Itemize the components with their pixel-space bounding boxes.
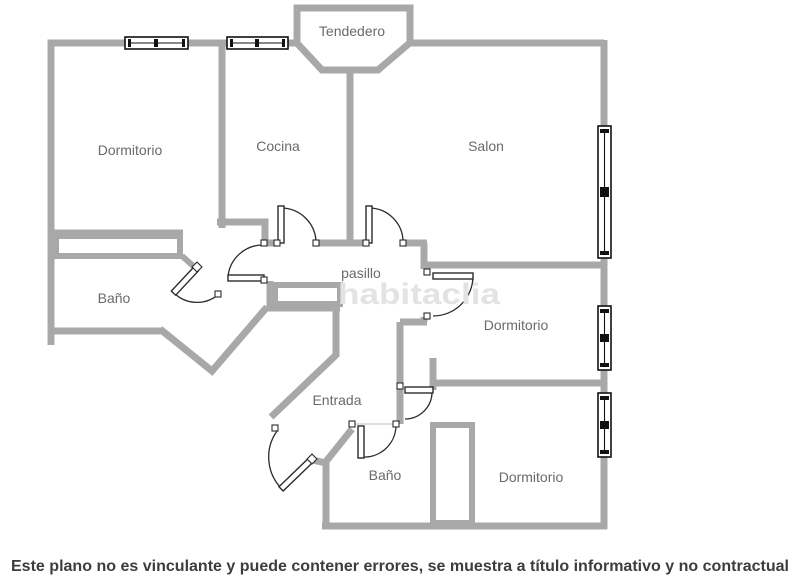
door-swing-arc bbox=[227, 244, 265, 278]
window-end-cap bbox=[600, 251, 609, 255]
wall-tendedero-bay-lower bbox=[292, 38, 415, 74]
door-swing-arc bbox=[432, 275, 474, 317]
window-end-cap bbox=[600, 363, 609, 367]
door-hinge bbox=[362, 239, 370, 247]
room-label-dormitorio-2: Dormitorio bbox=[484, 317, 549, 333]
door-cocina bbox=[273, 205, 320, 247]
walls bbox=[47, 4, 608, 530]
wall-tendedero-bay-outer bbox=[293, 4, 414, 46]
door-salon bbox=[362, 205, 407, 247]
room-label-dormitorio-1: Dormitorio bbox=[98, 142, 163, 158]
window-end-cap bbox=[600, 396, 609, 400]
window-end-cap bbox=[600, 450, 609, 454]
door-swing-arc bbox=[404, 391, 433, 420]
door-swing-arc bbox=[368, 207, 404, 244]
door-leaf bbox=[432, 272, 474, 280]
pasillo-closet bbox=[272, 282, 343, 307]
wall-banyo2-nw-diagonal bbox=[321, 426, 355, 467]
door-leaf bbox=[277, 455, 316, 493]
door-leaf bbox=[365, 205, 373, 244]
banyo1-counter bbox=[53, 233, 183, 259]
door-hinge bbox=[191, 261, 203, 273]
room-labels: Tendedero Dormitorio Cocina Salon Baño p… bbox=[98, 23, 564, 485]
door-entrada-entry bbox=[268, 424, 318, 493]
door-hinge bbox=[214, 290, 222, 298]
room-label-entrada: Entrada bbox=[312, 392, 361, 408]
window-dorm3 bbox=[597, 392, 612, 458]
window-end-cap bbox=[230, 39, 233, 47]
door-swing-arc bbox=[360, 425, 397, 458]
door-swing-arc bbox=[280, 207, 317, 244]
door-hinge bbox=[260, 239, 268, 247]
doors bbox=[170, 205, 474, 493]
wall-left-and-top bbox=[47, 39, 297, 345]
door-swing-arc bbox=[268, 430, 283, 490]
door-hinge bbox=[392, 420, 400, 428]
window-end-cap bbox=[182, 39, 185, 47]
door-pasillo-hall bbox=[227, 239, 268, 284]
room-label-banyo-2: Baño bbox=[369, 467, 402, 483]
door-hinge bbox=[312, 239, 320, 247]
closets bbox=[53, 233, 475, 526]
door-hinge bbox=[271, 424, 279, 432]
room-label-tendedero: Tendedero bbox=[319, 23, 385, 39]
door-hinge bbox=[348, 420, 356, 428]
window-end-cap bbox=[128, 39, 131, 47]
watermark: habitaclia bbox=[338, 278, 500, 311]
window-dorm2 bbox=[597, 305, 612, 371]
door-hinge bbox=[399, 239, 407, 247]
door-leaf bbox=[404, 386, 434, 394]
window-salon bbox=[597, 125, 612, 259]
room-label-dormitorio-3: Dormitorio bbox=[499, 469, 564, 485]
wall-hall-zigzag bbox=[157, 304, 270, 376]
room-label-salon: Salon bbox=[468, 138, 504, 154]
door-hinge bbox=[273, 239, 281, 247]
wall-pasillo-right-lower bbox=[400, 317, 428, 326]
door-dorm3 bbox=[396, 382, 434, 420]
window-end-cap bbox=[600, 309, 609, 313]
door-leaf bbox=[357, 425, 365, 459]
window-end-cap bbox=[282, 39, 285, 47]
door-leaf bbox=[227, 274, 265, 282]
window-cocina bbox=[226, 36, 289, 50]
room-label-cocina: Cocina bbox=[256, 138, 300, 154]
window-dorm1 bbox=[124, 36, 189, 50]
wall-entrada-nw-diagonal bbox=[268, 352, 339, 420]
wall-cocina-bottom bbox=[217, 218, 269, 241]
windows bbox=[124, 36, 612, 458]
door-hinge bbox=[306, 453, 318, 465]
door-hinge bbox=[396, 382, 404, 390]
door-hinge bbox=[423, 268, 431, 276]
disclaimer-text: Este plano no es vinculante y puede cont… bbox=[11, 558, 789, 575]
door-leaf bbox=[277, 205, 285, 244]
room-label-banyo-1: Baño bbox=[98, 290, 131, 306]
wall-entrada-junction bbox=[311, 456, 330, 526]
door-banyo1 bbox=[170, 261, 222, 303]
door-banyo2 bbox=[348, 420, 400, 459]
door-swing-arc bbox=[173, 292, 220, 303]
window-end-cap bbox=[600, 129, 609, 133]
door-hinge bbox=[260, 276, 268, 284]
door-leaf bbox=[170, 265, 200, 297]
door-hinge bbox=[423, 312, 431, 320]
door-dorm2 bbox=[423, 268, 474, 320]
room-label-pasillo: pasillo bbox=[341, 265, 381, 281]
dorm3-closet bbox=[430, 422, 475, 526]
